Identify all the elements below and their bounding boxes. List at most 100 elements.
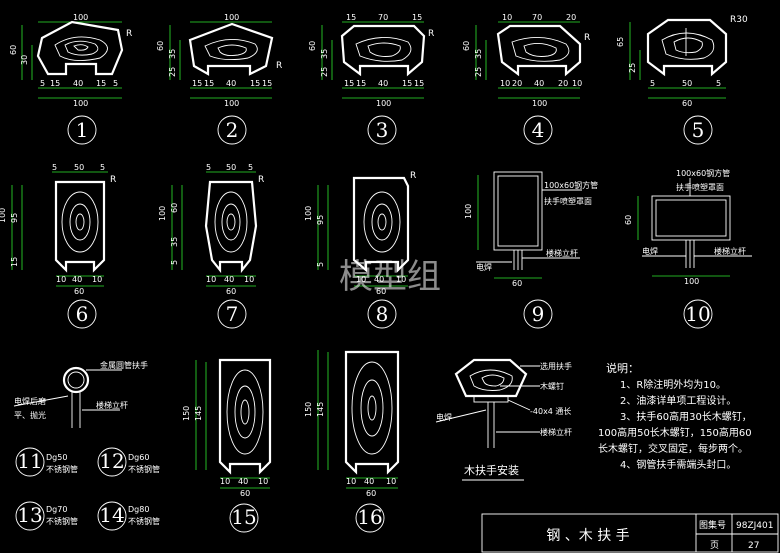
fig9-number-circle (523, 299, 553, 329)
fig15-dim-b2: 10 (258, 477, 268, 486)
fig8-dim-b1: 40 (374, 275, 384, 284)
wood-note-0: 选用扶手 (540, 361, 572, 371)
fig5-radius: R30 (730, 15, 748, 25)
fig13-number-circle (15, 501, 45, 531)
fig4-dim-top-2: 20 (566, 13, 576, 22)
title-block-page-number: 27 (748, 541, 759, 551)
fig8-dim-total: 60 (376, 287, 386, 296)
fig9-dim-left-0: 100 (464, 204, 473, 219)
fig13-label1: Dg70 (46, 505, 67, 514)
fig3-dim-b0: 15 (344, 79, 354, 88)
fig10-tube-inner (655, 199, 727, 237)
fig7-dim-left-2: 35 (170, 237, 179, 247)
fig12-number-circle (97, 447, 127, 477)
fig11-number-circle (15, 447, 45, 477)
fig3-dim-left-1: 35 (320, 49, 329, 59)
notes-heading: 说明： (606, 361, 639, 375)
pipe-note-3: 平、抛光 (14, 410, 46, 420)
watermark: 模型组 (339, 257, 441, 297)
fig8-number: 8 (376, 302, 389, 326)
fig4-dim-b0: 10 (500, 79, 510, 88)
fig6-dim-top-0: 5 (52, 163, 57, 172)
fig16-dim-left-1: 145 (316, 402, 325, 417)
fig10-note-3: 电焊 (642, 246, 658, 256)
fig4-dim-b3: 20 (558, 79, 568, 88)
fig3-dim-left-0: 60 (308, 41, 317, 51)
fig8-dim-b0: 10 (356, 275, 366, 284)
fig8-number-circle (367, 299, 397, 329)
fig16-dim-b2: 10 (386, 477, 396, 486)
wood-note-4: 楼梯立杆 (540, 427, 572, 437)
fig3-dim-b2: 40 (378, 79, 388, 88)
fig2-dim-left-2: 25 (168, 67, 177, 77)
fig6-dim-b1: 40 (72, 275, 82, 284)
fig3-dim-total: 100 (376, 99, 391, 108)
fig15-profile (218, 358, 272, 475)
fig5-number-circle (683, 115, 713, 145)
fig16-number: 16 (357, 505, 382, 529)
figure-7: 5 50 5 100 60 35 5 R 10 40 10 60 7 (158, 163, 264, 329)
notes-line-1: 1、R除注明外均为10。 (620, 378, 726, 391)
notes-line-3: 3、扶手60高用30长木螺钉， (620, 410, 752, 423)
wood-note-3: 电焊 (436, 412, 452, 422)
fig9-tube-inner (497, 175, 539, 247)
fig13-number: 13 (17, 503, 42, 527)
fig15-dim-b0: 10 (220, 477, 230, 486)
fig5-dim-left-0: 65 (616, 37, 625, 47)
pipe-note-0: 金属圆管扶手 (100, 360, 148, 370)
fig7-number-circle (217, 299, 247, 329)
fig2-dim-b3: 15 (250, 79, 260, 88)
fig4-number: 4 (532, 118, 545, 142)
fig5-dim-b2: 5 (716, 79, 721, 88)
pipe-note-1: 楼梯立杆 (96, 400, 128, 410)
fig7-dim-left-1: 60 (170, 203, 179, 213)
pipe-handrail-detail: 金属圆管扶手 楼梯立杆 电焊后磨 平、抛光 (13, 360, 148, 428)
fig13-label2: 不锈钢管 (46, 516, 78, 526)
fig10-number-circle (683, 299, 713, 329)
fig2-number-circle (217, 115, 247, 145)
fig11-label2: 不锈钢管 (46, 464, 78, 474)
fig3-profile (340, 24, 426, 77)
pipe-note-2: 电焊后磨 (14, 396, 46, 406)
fig10-number: 10 (685, 302, 710, 326)
fig12-number: 12 (99, 449, 124, 473)
notes-line-4: 100高用50长木螺钉，150高用60 (598, 426, 752, 439)
fig11-number: 11 (17, 449, 42, 473)
fig16-dim-b1: 40 (364, 477, 374, 486)
fig2-dim-b0: 15 (192, 79, 202, 88)
fig7-number: 7 (226, 302, 239, 326)
figure-2: 100 60 35 25 R 15 15 40 15 15 100 2 (156, 13, 282, 145)
fig2-dim-top: 100 (224, 13, 239, 22)
fig7-radius: R (258, 175, 264, 185)
fig2-dim-total: 100 (224, 99, 239, 108)
fig15-dim-b1: 40 (238, 477, 248, 486)
fig4-radius: R (584, 33, 590, 43)
fig16-dim-b0: 10 (346, 477, 356, 486)
title-block-atlas-number: 98ZJ401 (736, 521, 773, 531)
fig3-dim-left-2: 25 (320, 67, 329, 77)
figure-5: 65 25 R30 5 50 5 60 5 (616, 15, 748, 145)
notes-line-2: 2、油漆详单项工程设计。 (620, 394, 736, 407)
figure-12: 12 Dg60 不锈钢管 (97, 447, 160, 477)
notes-line-6: 4、钢管扶手需端头封口。 (620, 458, 736, 471)
wood-note-2: -40x4 通长 (530, 406, 571, 416)
fig1-dim-b6: 5 (113, 79, 118, 88)
title-block-title: 钢 、木 扶 手 (546, 528, 629, 544)
fig6-dim-left-1: 95 (10, 213, 19, 223)
fig5-dim-left-1: 25 (628, 63, 637, 73)
fig4-dim-b4: 10 (572, 79, 582, 88)
fig6-dim-total: 60 (74, 287, 84, 296)
fig3-dim-top-2: 15 (412, 13, 422, 22)
fig5-dim-b1: 50 (682, 79, 692, 88)
fig3-dim-top-0: 15 (346, 13, 356, 22)
figure-13: 13 Dg70 不锈钢管 (15, 501, 78, 531)
fig7-dim-top-0: 5 (206, 163, 211, 172)
fig7-dim-b0: 10 (206, 275, 216, 284)
fig6-dim-top-1: 50 (74, 163, 84, 172)
fig15-dim-left-0: 150 (182, 406, 191, 421)
fig7-dim-left-3: 5 (170, 260, 179, 265)
fig4-dim-left-0: 60 (462, 41, 471, 51)
fig16-number-circle (355, 503, 385, 533)
wood-handrail-detail: 选用扶手 木螺钉 -40x4 通长 电焊 楼梯立杆 木扶手安装 (435, 358, 572, 481)
fig6-dim-b2: 10 (92, 275, 102, 284)
